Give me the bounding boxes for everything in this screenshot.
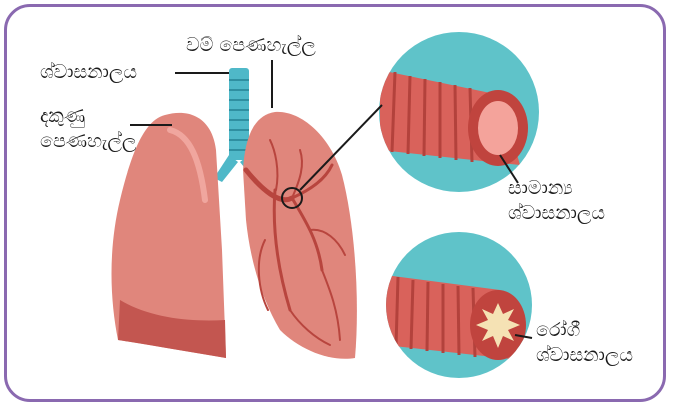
diseased-bronchus-label: රෝගී ශ්වාසනාලය — [536, 318, 633, 368]
leader-lines — [130, 60, 272, 125]
normal-bronchus-label: සාමාන්‍ය ශ්වාසනාලය — [508, 176, 605, 226]
trachea-label: ශ්වාසනාලය — [40, 60, 137, 85]
diseased-bronchus-illustration — [385, 232, 532, 378]
left-lung-label: වම් පෙණහැල්ල — [186, 33, 316, 58]
right-lung-label: දකුණු පෙණහැල්ල — [40, 104, 136, 154]
